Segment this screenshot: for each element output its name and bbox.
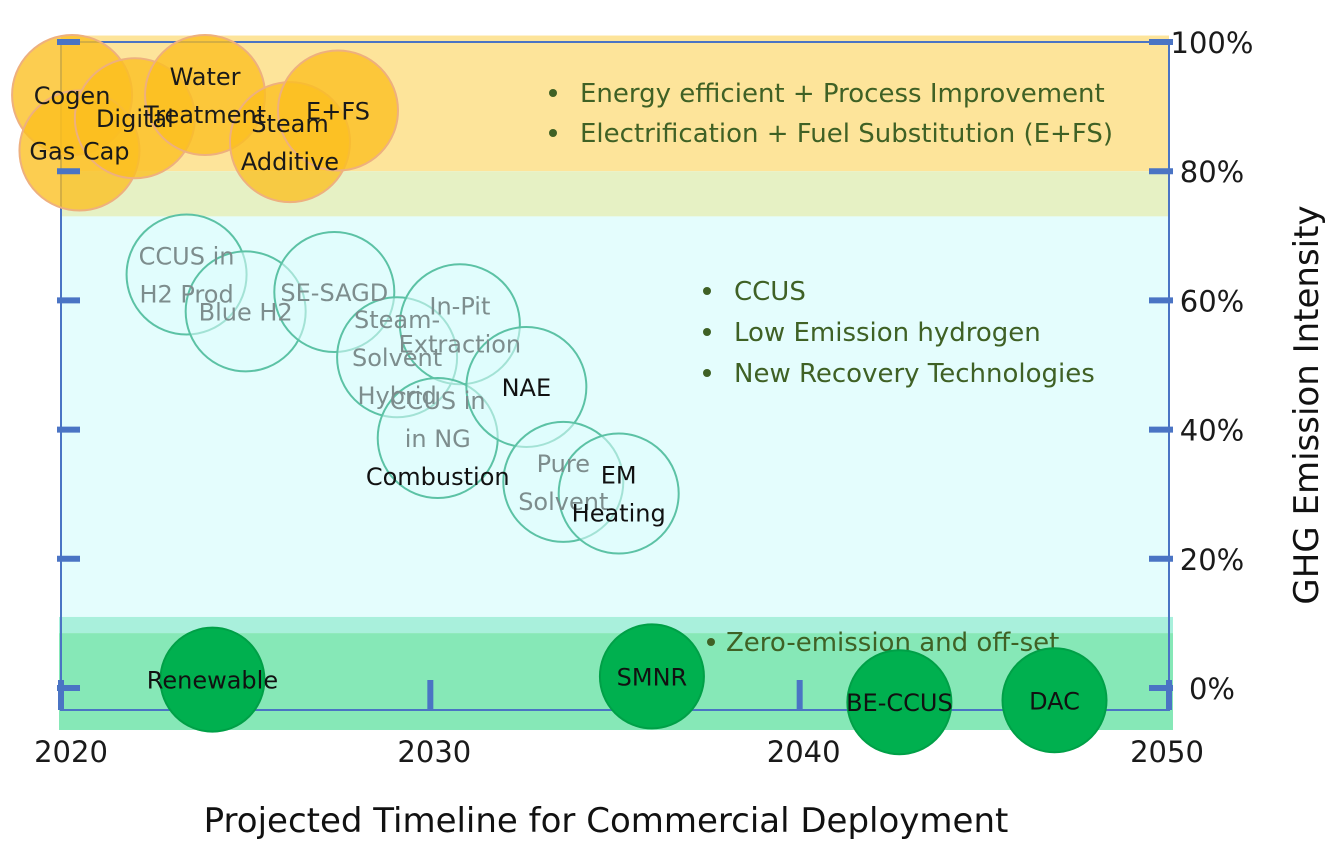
bubble-dac xyxy=(1001,647,1108,754)
bubble-label: Hybrid xyxy=(357,382,436,410)
bullet-text: Low Emission hydrogen xyxy=(734,318,1041,348)
bubble-label: EM xyxy=(601,462,637,490)
bullet-dot xyxy=(703,369,711,377)
bullet-dot xyxy=(549,129,557,137)
bubble-label: Combustion xyxy=(366,463,510,491)
bubble-label: Solvent xyxy=(518,488,608,516)
x-tick-label: 2040 xyxy=(767,735,841,769)
bubble-label: E+FS xyxy=(306,97,370,125)
bubble-label: Steam- xyxy=(354,306,440,334)
bubble-label: Extraction xyxy=(399,330,522,358)
bullet-dot xyxy=(703,328,711,336)
bubble-label: SMNR xyxy=(617,663,688,691)
x-tick-label: 2050 xyxy=(1130,735,1204,769)
x-tick-label: 2020 xyxy=(34,735,108,769)
bubble-label: Blue H2 xyxy=(199,298,293,326)
bubble-label: DAC xyxy=(1029,687,1080,715)
bubble-label: Water xyxy=(170,63,241,91)
y-tick-label: 80% xyxy=(1180,155,1244,189)
bubble-label: CCUS in xyxy=(139,243,235,271)
bullet-dot xyxy=(703,287,711,295)
y-tick-label: 20% xyxy=(1180,543,1244,577)
bullet-text: New Recovery Technologies xyxy=(734,359,1095,389)
bubble-label: Renewable xyxy=(147,667,278,695)
bubble-label: Pure xyxy=(537,450,590,478)
bubble-label: CCUS in xyxy=(390,387,486,415)
bullet-text: Electrification + Fuel Substitution (E+F… xyxy=(580,119,1113,149)
x-tick-label: 2030 xyxy=(397,735,471,769)
bullet-dot xyxy=(549,89,557,97)
y-tick-label: 100% xyxy=(1171,26,1254,60)
bubble-label: In-Pit xyxy=(429,292,490,320)
y-axis-label: GHG Emission Intensity xyxy=(1287,205,1327,604)
band-bullets: Energy efficient + Process ImprovementEl… xyxy=(549,79,1113,658)
bubble-label: Solvent xyxy=(352,344,442,372)
bubble-renewable xyxy=(159,626,266,733)
bubble-em-heating xyxy=(557,432,680,555)
bubble-smnr xyxy=(598,623,705,730)
bubble-label: Digital xyxy=(96,105,174,133)
bubble-label: SE-SAGD xyxy=(280,279,388,307)
bubble-label: Additive xyxy=(241,148,339,176)
y-tick-label: 40% xyxy=(1180,414,1244,448)
bubble-label: NAE xyxy=(502,374,552,402)
x-axis-label: Projected Timeline for Commercial Deploy… xyxy=(204,801,1009,841)
axis-ticks: 0% 20% 40% 60% 80% 100% 2020 2030 2040 2050 xyxy=(34,26,1253,769)
bubble-label: Gas Cap xyxy=(29,138,129,166)
bubble-label: H2 Prod xyxy=(139,281,233,309)
y-tick-label: 0% xyxy=(1189,672,1235,706)
bullet-text: CCUS xyxy=(734,277,806,307)
bubble-label: Treatment xyxy=(143,101,266,129)
band-transition xyxy=(61,171,1169,217)
bubble-label: Heating xyxy=(572,500,666,528)
bubble-be-ccus xyxy=(846,649,953,756)
bullet-dot xyxy=(707,638,715,646)
bullet-text: Energy efficient + Process Improvement xyxy=(580,79,1105,109)
band-bottom-light xyxy=(59,616,1173,634)
bubble-label: Steam xyxy=(251,110,329,138)
bubble-e-fs xyxy=(277,49,399,172)
bubble-label: in NG xyxy=(405,425,471,453)
bubble-label: Cogen xyxy=(34,82,111,110)
y-tick-label: 60% xyxy=(1180,284,1244,318)
bubble-label: BE-CCUS xyxy=(846,689,953,717)
